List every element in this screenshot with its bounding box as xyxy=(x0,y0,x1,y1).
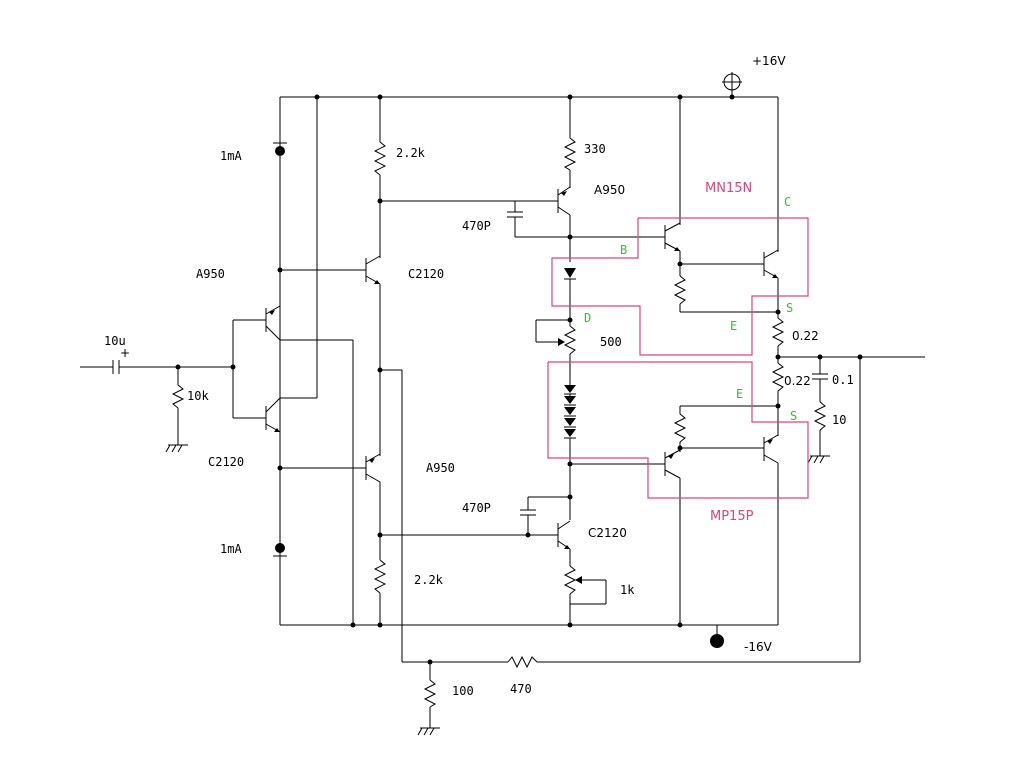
zobel-network xyxy=(807,357,830,464)
module-bottom-label: MP15P xyxy=(710,509,754,524)
input-signal-line: + xyxy=(80,346,233,374)
output-driver-bottom xyxy=(664,449,681,479)
transistor-a950-vas-label: A950 xyxy=(594,183,625,197)
capacitor-470p-top-label: 470P xyxy=(462,219,491,233)
emitter-resistor-0.22-bottom xyxy=(771,362,785,392)
output-module-bottom-resistor xyxy=(673,406,687,452)
module-top-label: MN15N xyxy=(705,181,752,196)
emitter-resistor-top-label: 0.22 xyxy=(792,329,819,343)
resistor-2.2k-bottom-label: 2.2k xyxy=(414,573,444,587)
transistor-c2120-vas-label: C2120 xyxy=(588,526,627,540)
resistor-2.2k-top xyxy=(373,141,387,176)
potentiometer-1k-label: 1k xyxy=(620,583,635,597)
transistor-c2120-mid xyxy=(365,255,381,285)
positive-supply-terminal xyxy=(722,72,742,100)
bias-diode-string xyxy=(564,385,576,439)
output-driver-top xyxy=(664,222,681,252)
feedback-network xyxy=(402,357,861,736)
input-resistor-label: 10k xyxy=(187,389,209,403)
resistor-2.2k-bottom xyxy=(373,559,387,594)
current-source-top-label: 1mA xyxy=(220,149,242,163)
pin-top-emitter: E xyxy=(730,319,737,333)
module-outline-bottom xyxy=(547,361,809,499)
pin-top-collector: C xyxy=(784,195,791,209)
transistor-a950-mid-label: A950 xyxy=(426,461,455,475)
capacitor-470p-bottom xyxy=(520,496,570,535)
svg-text:+: + xyxy=(120,346,130,360)
pin-top-base: B xyxy=(620,243,627,257)
resistor-2.2k-top-label: 2.2k xyxy=(396,146,426,160)
positive-rail-label: +16V xyxy=(752,54,786,68)
emitter-resistor-bottom-label: 0.22 xyxy=(784,374,811,388)
transistor-a950-left-label: A950 xyxy=(196,267,225,281)
bias-diode-top xyxy=(564,268,576,280)
pin-d: D xyxy=(584,311,591,325)
transistor-c2120-left-label: C2120 xyxy=(208,455,244,469)
resistor-330-label: 330 xyxy=(584,142,606,156)
current-source-bottom-label: 1mA xyxy=(220,542,242,556)
potentiometer-500 xyxy=(535,319,577,355)
negative-supply-terminal xyxy=(710,625,724,648)
pin-bottom-source: S xyxy=(790,409,797,423)
pin-top-source: S xyxy=(786,301,793,315)
transistor-c2120-vas xyxy=(557,520,571,550)
output-module-top-resistor xyxy=(673,275,687,305)
pin-bottom-emitter: E xyxy=(736,387,743,401)
zobel-resistor-label: 10 xyxy=(832,413,846,427)
module-outline-top xyxy=(551,217,809,356)
potentiometer-500-label: 500 xyxy=(600,335,622,349)
transistor-a950-input xyxy=(265,305,354,625)
potentiometer-1k xyxy=(563,565,607,605)
transistor-a950-vas xyxy=(557,186,571,216)
output-transistor-bottom xyxy=(763,434,779,464)
transistor-a950-mid xyxy=(365,453,381,483)
resistor-330 xyxy=(563,137,577,171)
input-resistor-10k xyxy=(165,367,188,453)
current-source-bottom xyxy=(273,543,287,557)
input-cap-label: 10u xyxy=(104,334,126,348)
transistor-c2120-mid-label: C2120 xyxy=(408,267,444,281)
emitter-resistor-0.22-top xyxy=(771,317,785,347)
output-transistor-top xyxy=(763,249,779,279)
capacitor-470p-top xyxy=(507,201,665,238)
transistor-c2120-input xyxy=(265,97,318,433)
zobel-cap-label: 0.1 xyxy=(832,373,854,387)
capacitor-470p-bottom-label: 470P xyxy=(462,501,491,515)
current-source-top xyxy=(273,142,287,156)
feedback-resistor-100-label: 100 xyxy=(452,684,474,698)
feedback-resistor-470-label: 470 xyxy=(510,682,532,696)
negative-rail-label: -16V xyxy=(744,640,773,654)
